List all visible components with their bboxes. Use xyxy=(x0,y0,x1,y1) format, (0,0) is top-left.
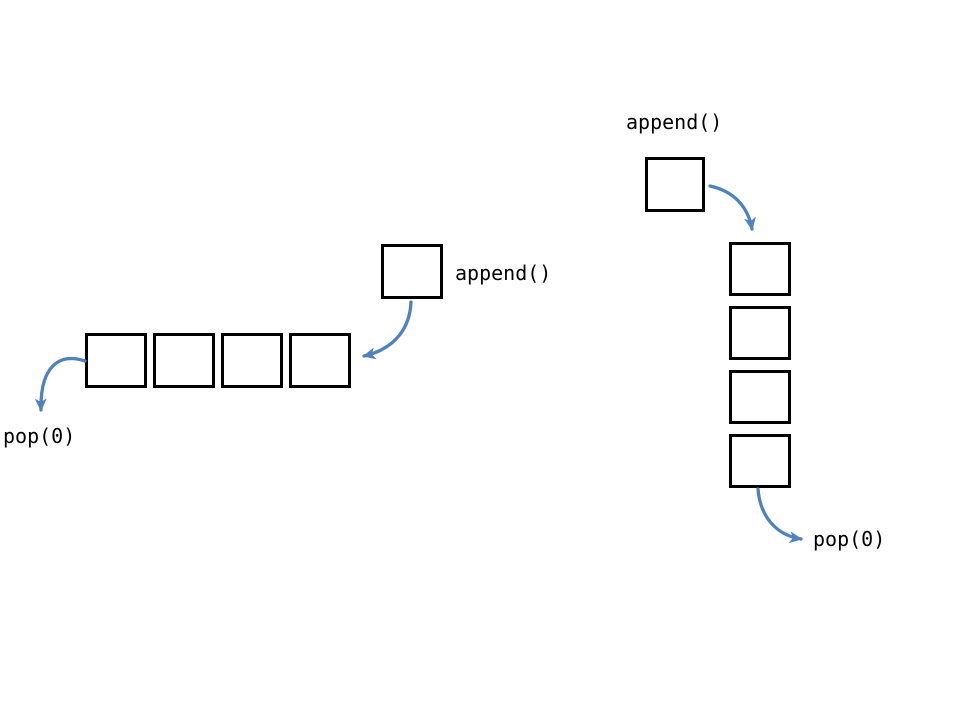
left-pop-arrow xyxy=(34,356,87,412)
left-append-arrow xyxy=(362,300,413,360)
right-pop-arrow xyxy=(756,487,803,544)
queue-cell xyxy=(153,333,215,388)
left-queue-row xyxy=(85,333,351,388)
left-append-item-box xyxy=(381,244,443,299)
queue-cell xyxy=(729,434,791,488)
left-pop-label: pop(0) xyxy=(3,424,76,448)
right-append-arrow xyxy=(708,184,756,231)
queue-cell xyxy=(289,333,351,388)
right-append-label: append() xyxy=(626,110,723,134)
left-append-label: append() xyxy=(455,261,552,285)
queue-cell xyxy=(85,333,147,388)
queue-cell xyxy=(729,306,791,360)
right-pop-label: pop(0) xyxy=(813,527,886,551)
right-queue-column xyxy=(729,242,791,488)
queue-cell xyxy=(729,242,791,296)
queue-cell xyxy=(729,370,791,424)
queue-cell xyxy=(221,333,283,388)
right-append-item-box xyxy=(645,157,705,212)
